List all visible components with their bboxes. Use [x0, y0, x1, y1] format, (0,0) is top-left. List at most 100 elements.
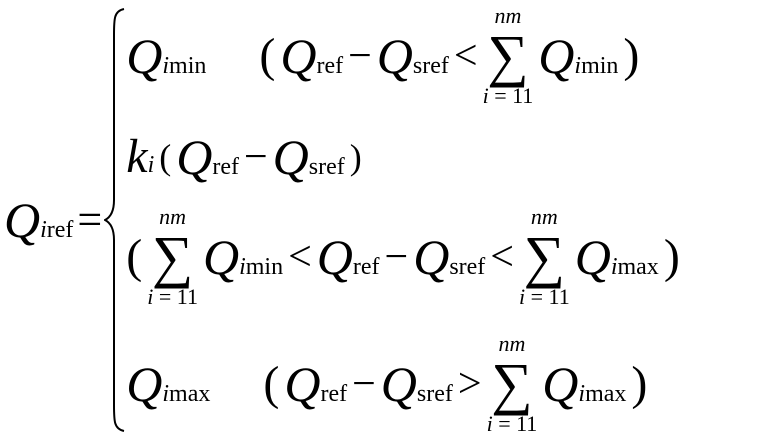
sub-max: max: [169, 380, 211, 407]
equals-sign: =: [77, 195, 103, 244]
q-symbol: Q: [380, 355, 417, 412]
case2-paren-open: (: [159, 136, 172, 177]
lower-rest: = 11: [153, 284, 198, 310]
sub-min: min: [581, 53, 619, 79]
close-paren: ): [631, 356, 648, 410]
q-symbol: Q: [542, 355, 579, 412]
sum-lower: i = 11: [483, 85, 534, 107]
sub-i: i: [610, 254, 618, 281]
summation: nm ∑ i = 11: [483, 5, 534, 107]
minus-sign: −: [352, 360, 376, 407]
sub-i: i: [147, 151, 155, 178]
lower-rest: = 11: [525, 284, 570, 310]
less-than: <: [453, 33, 478, 79]
summation: nm ∑ i = 11: [486, 330, 538, 436]
greater-than: >: [457, 360, 482, 407]
sum-lower: i = 11: [486, 410, 538, 436]
q-symbol: Q: [126, 355, 163, 412]
sum-lower: i = 11: [519, 286, 570, 308]
lower-i: i: [486, 410, 493, 436]
sum-upper: nm: [498, 330, 526, 356]
open-paren: (: [259, 29, 276, 82]
case2-paren-close: ): [349, 136, 362, 177]
sub-ref: ref: [212, 153, 239, 180]
summation-icon: ∑: [523, 224, 566, 290]
close-paren: ): [663, 230, 680, 284]
q-symbol: Q: [176, 128, 213, 185]
minus-sign: −: [243, 133, 268, 180]
sum-upper: nm: [494, 3, 522, 28]
sub-i: i: [578, 380, 586, 407]
lower-i: i: [482, 83, 489, 108]
sub-ref: ref: [320, 380, 348, 407]
k-symbol: k: [126, 129, 148, 183]
sub-ref: ref: [316, 53, 344, 79]
sub-max: max: [617, 254, 659, 281]
sub-min: min: [245, 254, 284, 281]
sub-sref: sref: [416, 380, 453, 407]
q-symbol: Q: [126, 28, 163, 84]
summation-icon: ∑: [491, 350, 533, 416]
minus-sign: −: [384, 234, 409, 281]
sum-lower: i = 11: [147, 286, 198, 308]
sub-i: i: [162, 380, 170, 407]
lower-rest: = 11: [492, 410, 538, 436]
minus-sign: −: [348, 33, 372, 79]
q-symbol: Q: [376, 28, 413, 84]
open-paren: (: [126, 230, 143, 284]
close-paren: ): [623, 29, 640, 82]
sub-sref: sref: [449, 254, 486, 281]
sub-ref: ref: [352, 254, 380, 281]
summation-icon: ∑: [151, 224, 194, 290]
sub-i: i: [40, 217, 47, 243]
sub-ref: ref: [46, 217, 74, 243]
q-symbol: Q: [316, 229, 353, 286]
lower-rest: = 11: [488, 83, 534, 108]
less-than: <: [490, 234, 514, 281]
sub-max: max: [585, 380, 627, 407]
q-symbol: Q: [574, 229, 611, 286]
sub-sref: sref: [412, 53, 449, 79]
q-symbol: Q: [4, 192, 41, 248]
lower-i: i: [147, 284, 154, 310]
sub-i: i: [574, 53, 582, 79]
sub-sref: sref: [308, 153, 345, 180]
q-symbol: Q: [538, 28, 575, 84]
sum-upper: nm: [530, 204, 558, 230]
summation-icon: ∑: [487, 23, 529, 88]
summation: nm ∑ i = 11: [147, 206, 198, 308]
sub-min: min: [169, 53, 207, 79]
summation: nm ∑ i = 11: [519, 206, 570, 308]
q-symbol: Q: [284, 355, 321, 412]
less-than: <: [288, 234, 312, 281]
q-symbol: Q: [413, 229, 450, 286]
q-symbol: Q: [202, 229, 240, 286]
left-brace-icon: [104, 8, 125, 432]
sub-i: i: [162, 53, 170, 79]
sum-upper: nm: [159, 204, 187, 230]
open-paren: (: [263, 356, 280, 410]
q-symbol: Q: [280, 28, 317, 84]
q-symbol: Q: [272, 128, 309, 185]
